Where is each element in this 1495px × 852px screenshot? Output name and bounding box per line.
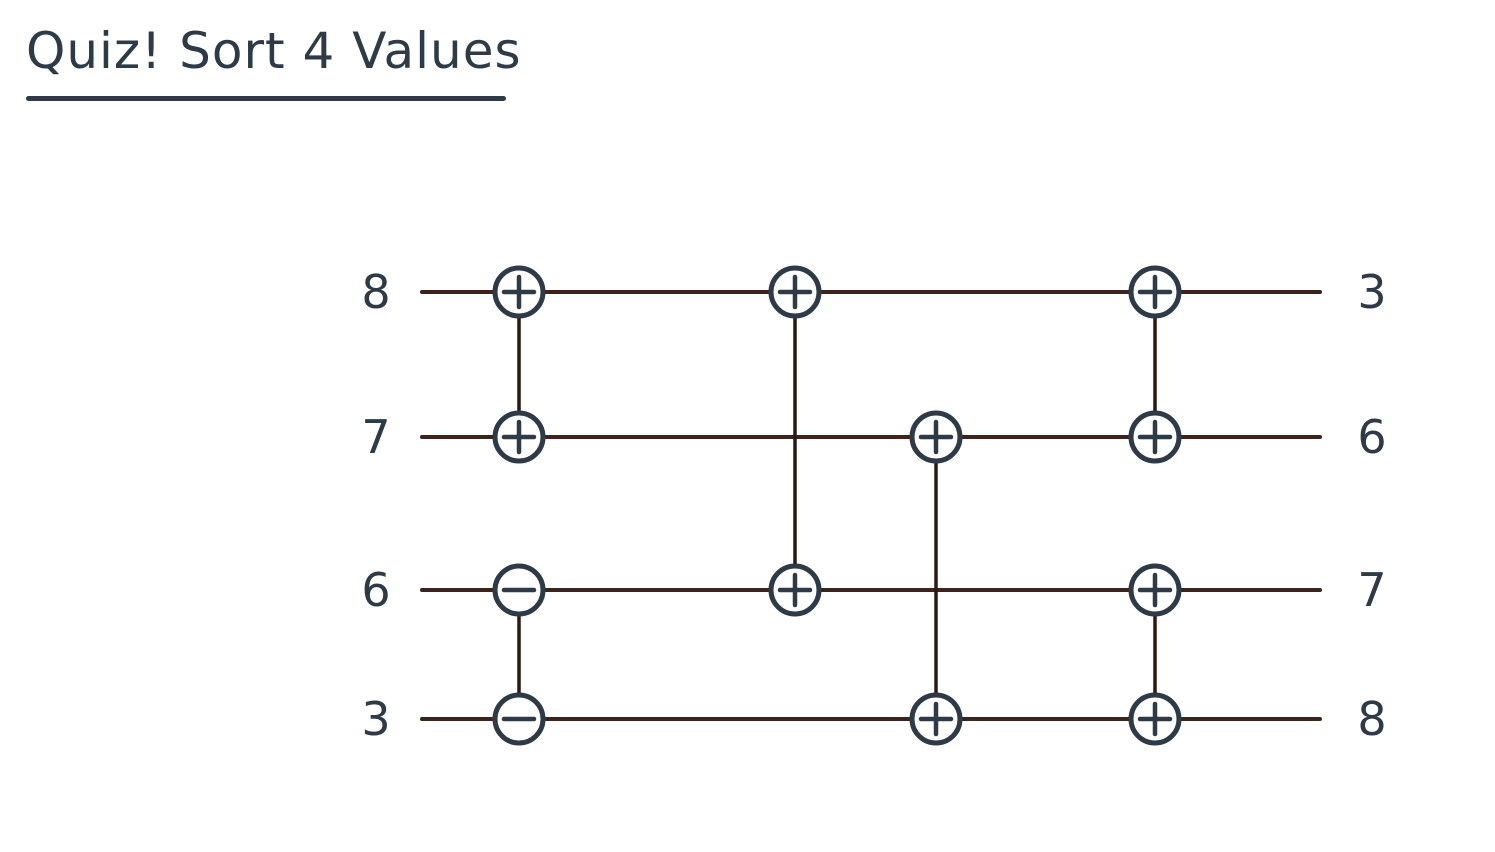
comparator-5-node-plus-icon	[1128, 265, 1182, 319]
comparator-2-node-minus-icon	[492, 563, 546, 617]
input-label-4: 3	[361, 692, 390, 746]
comparator-6-node-plus-icon	[1128, 563, 1182, 617]
input-label-3: 6	[361, 563, 390, 617]
title-underline	[26, 96, 506, 101]
comparator-1-node-plus-icon	[492, 410, 546, 464]
comparator-6-node-plus-icon	[1128, 692, 1182, 746]
input-label-2: 7	[361, 410, 390, 464]
comparator-4-node-plus-icon	[909, 692, 963, 746]
page-title: Quiz! Sort 4 Values	[26, 22, 522, 80]
comparator-5-node-plus-icon	[1128, 410, 1182, 464]
comparator-2-node-minus-icon	[492, 692, 546, 746]
comparator-3-node-plus-icon	[768, 563, 822, 617]
input-label-1: 8	[361, 265, 390, 319]
comparator-1-node-plus-icon	[492, 265, 546, 319]
output-label-1: 3	[1357, 265, 1386, 319]
output-label-4: 8	[1357, 692, 1386, 746]
comparator-3-node-plus-icon	[768, 265, 822, 319]
output-label-2: 6	[1357, 410, 1386, 464]
output-label-3: 7	[1357, 563, 1386, 617]
comparator-4-node-plus-icon	[909, 410, 963, 464]
